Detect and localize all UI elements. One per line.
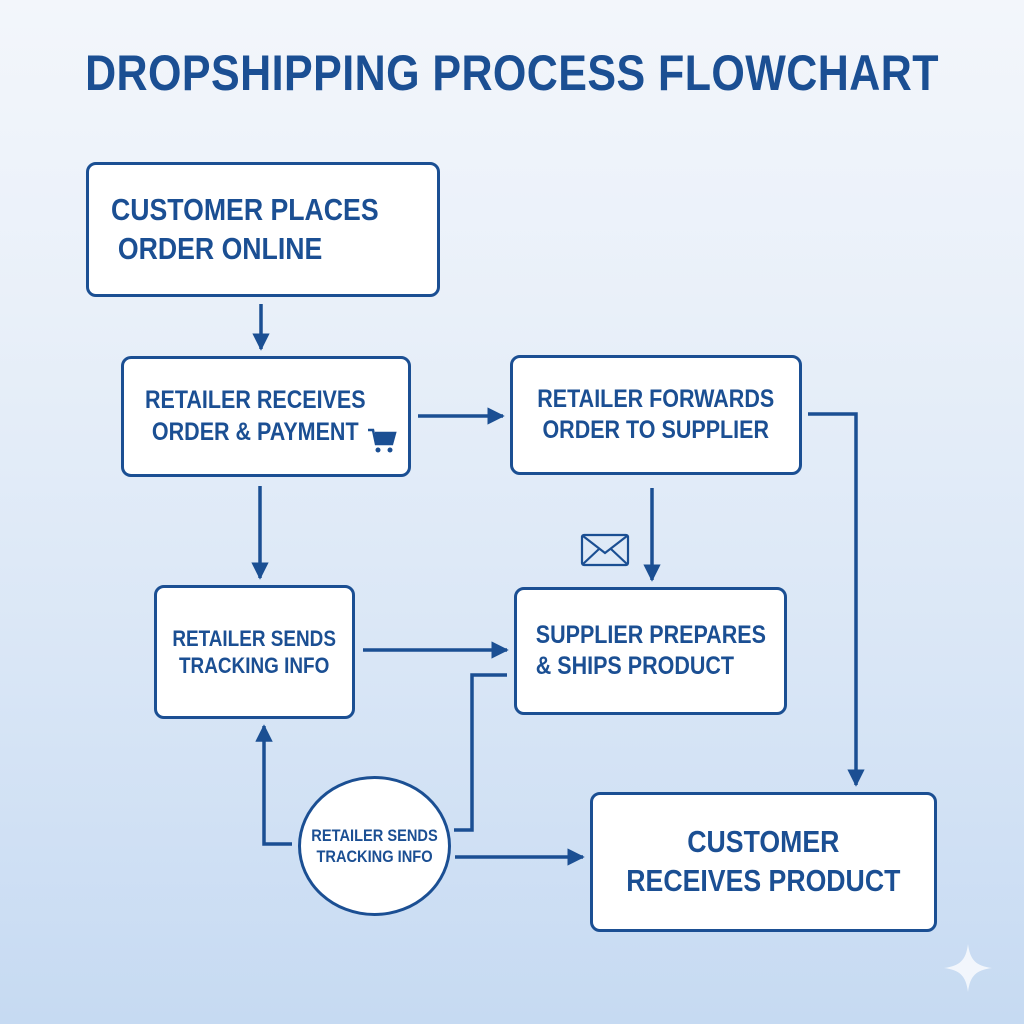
sparkle-icon [944, 944, 992, 992]
node-customer-receives-product: CUSTOMER RECEIVES PRODUCT [590, 792, 937, 932]
envelope-icon [580, 533, 630, 567]
node-label-line: ORDER & PAYMENT [151, 417, 359, 446]
node-label-line: & SHIPS PRODUCT [535, 652, 734, 680]
edge-n7-n5 [454, 673, 507, 832]
node-retailer-forwards-order: RETAILER FORWARDS ORDER TO SUPPLIER [510, 355, 802, 475]
node-label-line: CUSTOMER [687, 824, 840, 860]
node-label-line: TRACKING INFO [316, 847, 433, 866]
shopping-cart-icon [368, 428, 397, 453]
node-label-line: RETAILER SENDS [311, 825, 438, 845]
edge-n3-n6 [808, 412, 865, 787]
node-label-line: ORDER ONLINE [117, 230, 323, 266]
node-label-line: RETAILER SENDS [172, 625, 337, 651]
node-label-line: ORDER TO SUPPLIER [542, 416, 770, 444]
node-customer-places-order: CUSTOMER PLACES ORDER ONLINE [86, 162, 440, 297]
node-supplier-ships-product: SUPPLIER PREPARES & SHIPS PRODUCT [514, 587, 787, 715]
page-title: DROPSHIPPING PROCESS FLOWCHART [85, 45, 939, 101]
node-circle-retailer-sends-tracking: RETAILER SENDS TRACKING INFO [298, 776, 451, 916]
node-label-line: RETAILER RECEIVES [144, 386, 366, 415]
node-label-line: TRACKING INFO [179, 653, 330, 678]
node-label-line: SUPPLIER PREPARES [535, 620, 766, 649]
node-label-line: CUSTOMER PLACES [111, 191, 379, 227]
node-label-line: RETAILER FORWARDS [537, 384, 775, 413]
node-retailer-sends-tracking: RETAILER SENDS TRACKING INFO [154, 585, 355, 719]
node-retailer-receives-order: RETAILER RECEIVES ORDER & PAYMENT [121, 356, 411, 477]
node-label-line: RECEIVES PRODUCT [626, 863, 901, 898]
edge-n7-n4 [255, 724, 292, 846]
